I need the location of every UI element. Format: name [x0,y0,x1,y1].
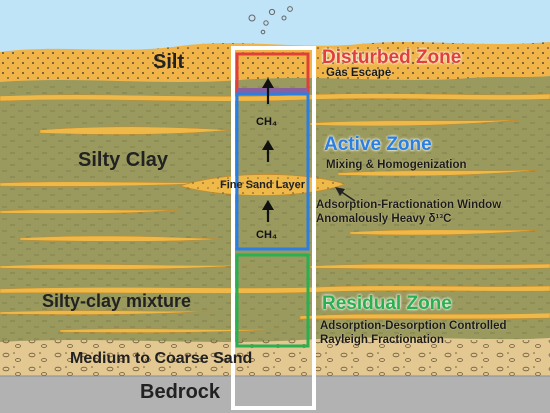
ch4-upper-label: CH₄ [256,116,278,128]
fine-sand-layer-label: Fine Sand Layer [220,179,305,191]
gas-bubbles [248,6,293,35]
active-zone-desc: Mixing & Homogenization [326,159,467,171]
coarse-sand-label: Medium to Coarse Sand [70,350,253,367]
silt-label: Silt [153,51,185,73]
gas-escape-band [237,88,308,93]
residual-zone-title: Residual Zone [322,293,452,314]
residual-zone-box [235,253,310,348]
sand-lenses [0,93,550,333]
fine-sand-lens-dots [180,174,345,196]
window-pointer-arrow [335,187,356,202]
sediment-core-frame [231,46,316,410]
window-label-line1: Adsorption-Fractionation Window [316,199,502,211]
silty-clay-label: Silty Clay [78,149,169,171]
methane-arrows [262,78,274,222]
active-zone-title: Active Zone [324,134,432,155]
active-zone-box [235,92,310,251]
bedrock-label: Bedrock [140,381,221,403]
disturbed-zone-title: Disturbed Zone [322,47,462,68]
window-label-line2: Anomalously Heavy δ¹³C [316,213,452,225]
disturbed-zone-desc: Gas Escape [326,67,392,79]
residual-zone-desc-line2: Rayleigh Fractionation [320,334,444,346]
ch4-lower-label: CH₄ [256,229,278,241]
residual-zone-desc-line1: Adsorption-Desorption Controlled [320,320,507,332]
silty-clay-mixture-label: Silty-clay mixture [42,291,192,311]
